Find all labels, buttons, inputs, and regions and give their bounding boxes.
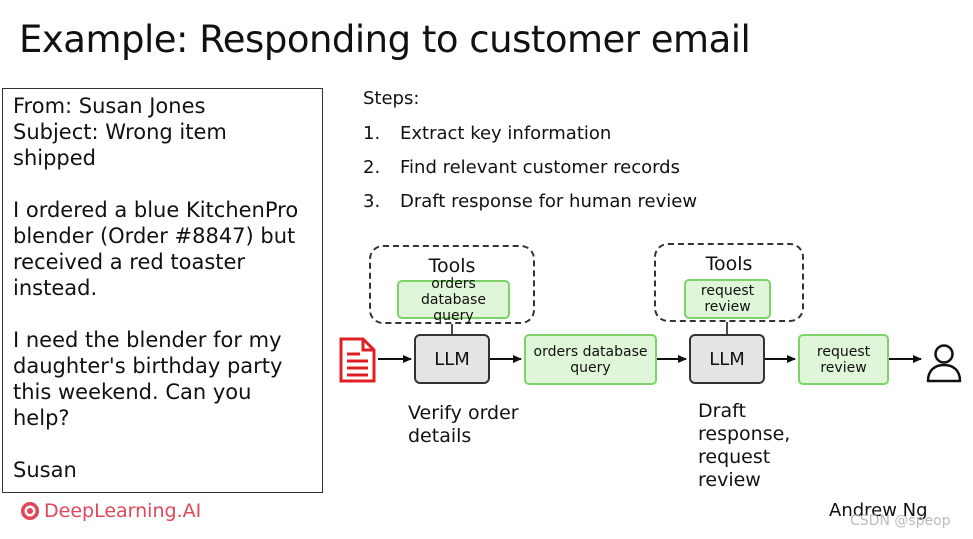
email-body-line: I need the blender for my [13, 328, 282, 352]
node-orders-database-query: orders database query [524, 334, 657, 385]
caption-draft-response: Draft response, request review [698, 400, 790, 492]
tools-group-orders: Tools orders database query [369, 245, 535, 324]
step-item: 2. Find relevant customer records [363, 157, 680, 178]
tool-request-review: request review [684, 279, 771, 319]
steps-label: Steps: [363, 88, 420, 109]
step-item: 1. Extract key information [363, 123, 611, 144]
document-icon [339, 337, 376, 383]
caption-line: details [408, 425, 472, 447]
logo-text: DeepLearning.AI [44, 500, 202, 522]
author-name: Andrew Ng [829, 500, 928, 521]
slide-title: Example: Responding to customer email [19, 18, 751, 61]
person-icon [926, 344, 962, 383]
logo-icon [21, 502, 39, 520]
step-item: 3. Draft response for human review [363, 191, 697, 212]
tools-group-review: Tools request review [654, 243, 804, 322]
caption-line: Verify order [408, 402, 519, 424]
caption-line: request [698, 446, 771, 468]
llm-node-2: LLM [689, 334, 765, 384]
caption-line: review [698, 469, 761, 491]
caption-verify-order: Verify order details [408, 402, 519, 448]
email-box: From: Susan Jones Subject: Wrong item sh… [2, 88, 323, 493]
email-body-line: help? [13, 406, 70, 430]
watermark: CSDN @speop [850, 513, 951, 529]
email-subject-line: shipped [13, 146, 96, 170]
email-body-line: received a red toaster [13, 250, 246, 274]
caption-line: Draft [698, 400, 746, 422]
email-body-line: blender (Order #8847) but [13, 224, 296, 248]
step-text: Find relevant customer records [400, 157, 680, 178]
step-number: 3. [363, 191, 381, 212]
email-body-line: this weekend. Can you [13, 380, 252, 404]
deeplearning-logo: DeepLearning.AI [20, 500, 201, 522]
email-body-line: instead. [13, 276, 98, 300]
email-body-line: daughter's birthday party [13, 354, 283, 378]
step-number: 2. [363, 157, 381, 178]
tools-label: Tools [705, 253, 753, 275]
llm-node-1: LLM [414, 334, 490, 384]
step-text: Draft response for human review [400, 191, 698, 212]
email-signature: Susan [13, 458, 77, 482]
caption-line: response, [698, 423, 791, 445]
tools-label: Tools [428, 255, 476, 277]
email-from: From: Susan Jones [13, 94, 206, 118]
step-text: Extract key information [400, 123, 612, 144]
email-body-line: I ordered a blue KitchenPro [13, 198, 299, 222]
email-subject-line: Subject: Wrong item [13, 120, 227, 144]
node-request-review: request review [798, 334, 889, 385]
step-number: 1. [363, 123, 381, 144]
